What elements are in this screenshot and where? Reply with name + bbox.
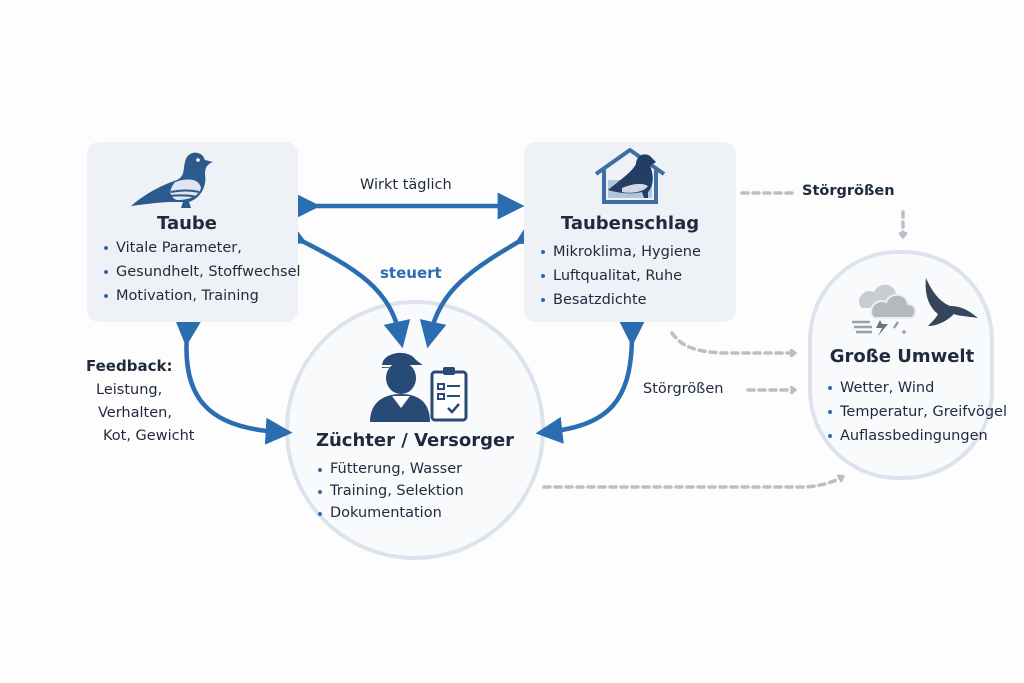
list-item: Training, Selektion [316, 480, 464, 502]
taubenschlag-title: Taubenschlag [560, 213, 700, 234]
list-item: Gesundhelt, Stoffwechsel [102, 260, 301, 284]
dashed-arrow-bottom [542, 477, 842, 489]
list-item: Temperatur, Greifvögel [826, 400, 1007, 424]
arrow-taubenschlag-zuechter [419, 219, 545, 349]
label-wirkt-taeglich: Wirkt täglich [360, 177, 452, 193]
taubenschlag-list: Mikroklima, Hygiene Luftqualitat, Ruhe B… [539, 240, 701, 312]
zuechter-list: Fütterung, Wasser Training, Selektion Do… [316, 458, 464, 524]
label-feedback-line: Kot, Gewicht [103, 428, 195, 444]
list-item: Besatzdichte [539, 288, 701, 312]
zuechter-title: Züchter / Versorger [315, 430, 515, 451]
list-item: Luftqualitat, Ruhe [539, 264, 701, 288]
list-item: Vitale Parameter, [102, 236, 301, 260]
label-stoergroessen-mid: Störgrößen [643, 381, 724, 397]
list-item: Mikroklima, Hygiene [539, 240, 701, 264]
umwelt-list: Wetter, Wind Temperatur, Greifvögel Aufl… [826, 376, 1007, 448]
list-item: Auflassbedingungen [826, 424, 1007, 448]
label-feedback-line: Leistung, [96, 382, 163, 398]
list-item: Dokumentation [316, 502, 464, 524]
taube-title: Taube [156, 213, 217, 234]
list-item: Motivation, Training [102, 284, 301, 308]
dashed-arrow-upper [670, 331, 794, 353]
label-stoergroessen-top: Störgrößen [802, 183, 895, 199]
label-feedback-line: Verhalten, [98, 405, 172, 421]
breeder-with-clipboard-icon [370, 352, 468, 422]
umwelt-title: Große Umwelt [829, 346, 975, 367]
list-item: Wetter, Wind [826, 376, 1007, 400]
taubenschlag-card: Taubenschlag Mikroklima, Hygiene Luftqua… [524, 142, 736, 322]
pigeon-icon [131, 152, 213, 208]
arrow-taubenschlag-zuechter-lower [535, 319, 646, 444]
label-steuert: steuert [380, 264, 442, 282]
taube-card: Taube Vitale Parameter, Gesundhelt, Stof… [87, 142, 301, 322]
storm-and-raptor-icon [852, 278, 978, 336]
arrow-feedback [174, 318, 293, 445]
taube-list: Vitale Parameter, Gesundhelt, Stoffwechs… [102, 236, 301, 308]
pigeon-loft-icon [594, 148, 666, 204]
arrow-taube-zuechter [277, 219, 411, 349]
list-item: Fütterung, Wasser [316, 458, 464, 480]
label-feedback-title: Feedback: [86, 357, 173, 375]
